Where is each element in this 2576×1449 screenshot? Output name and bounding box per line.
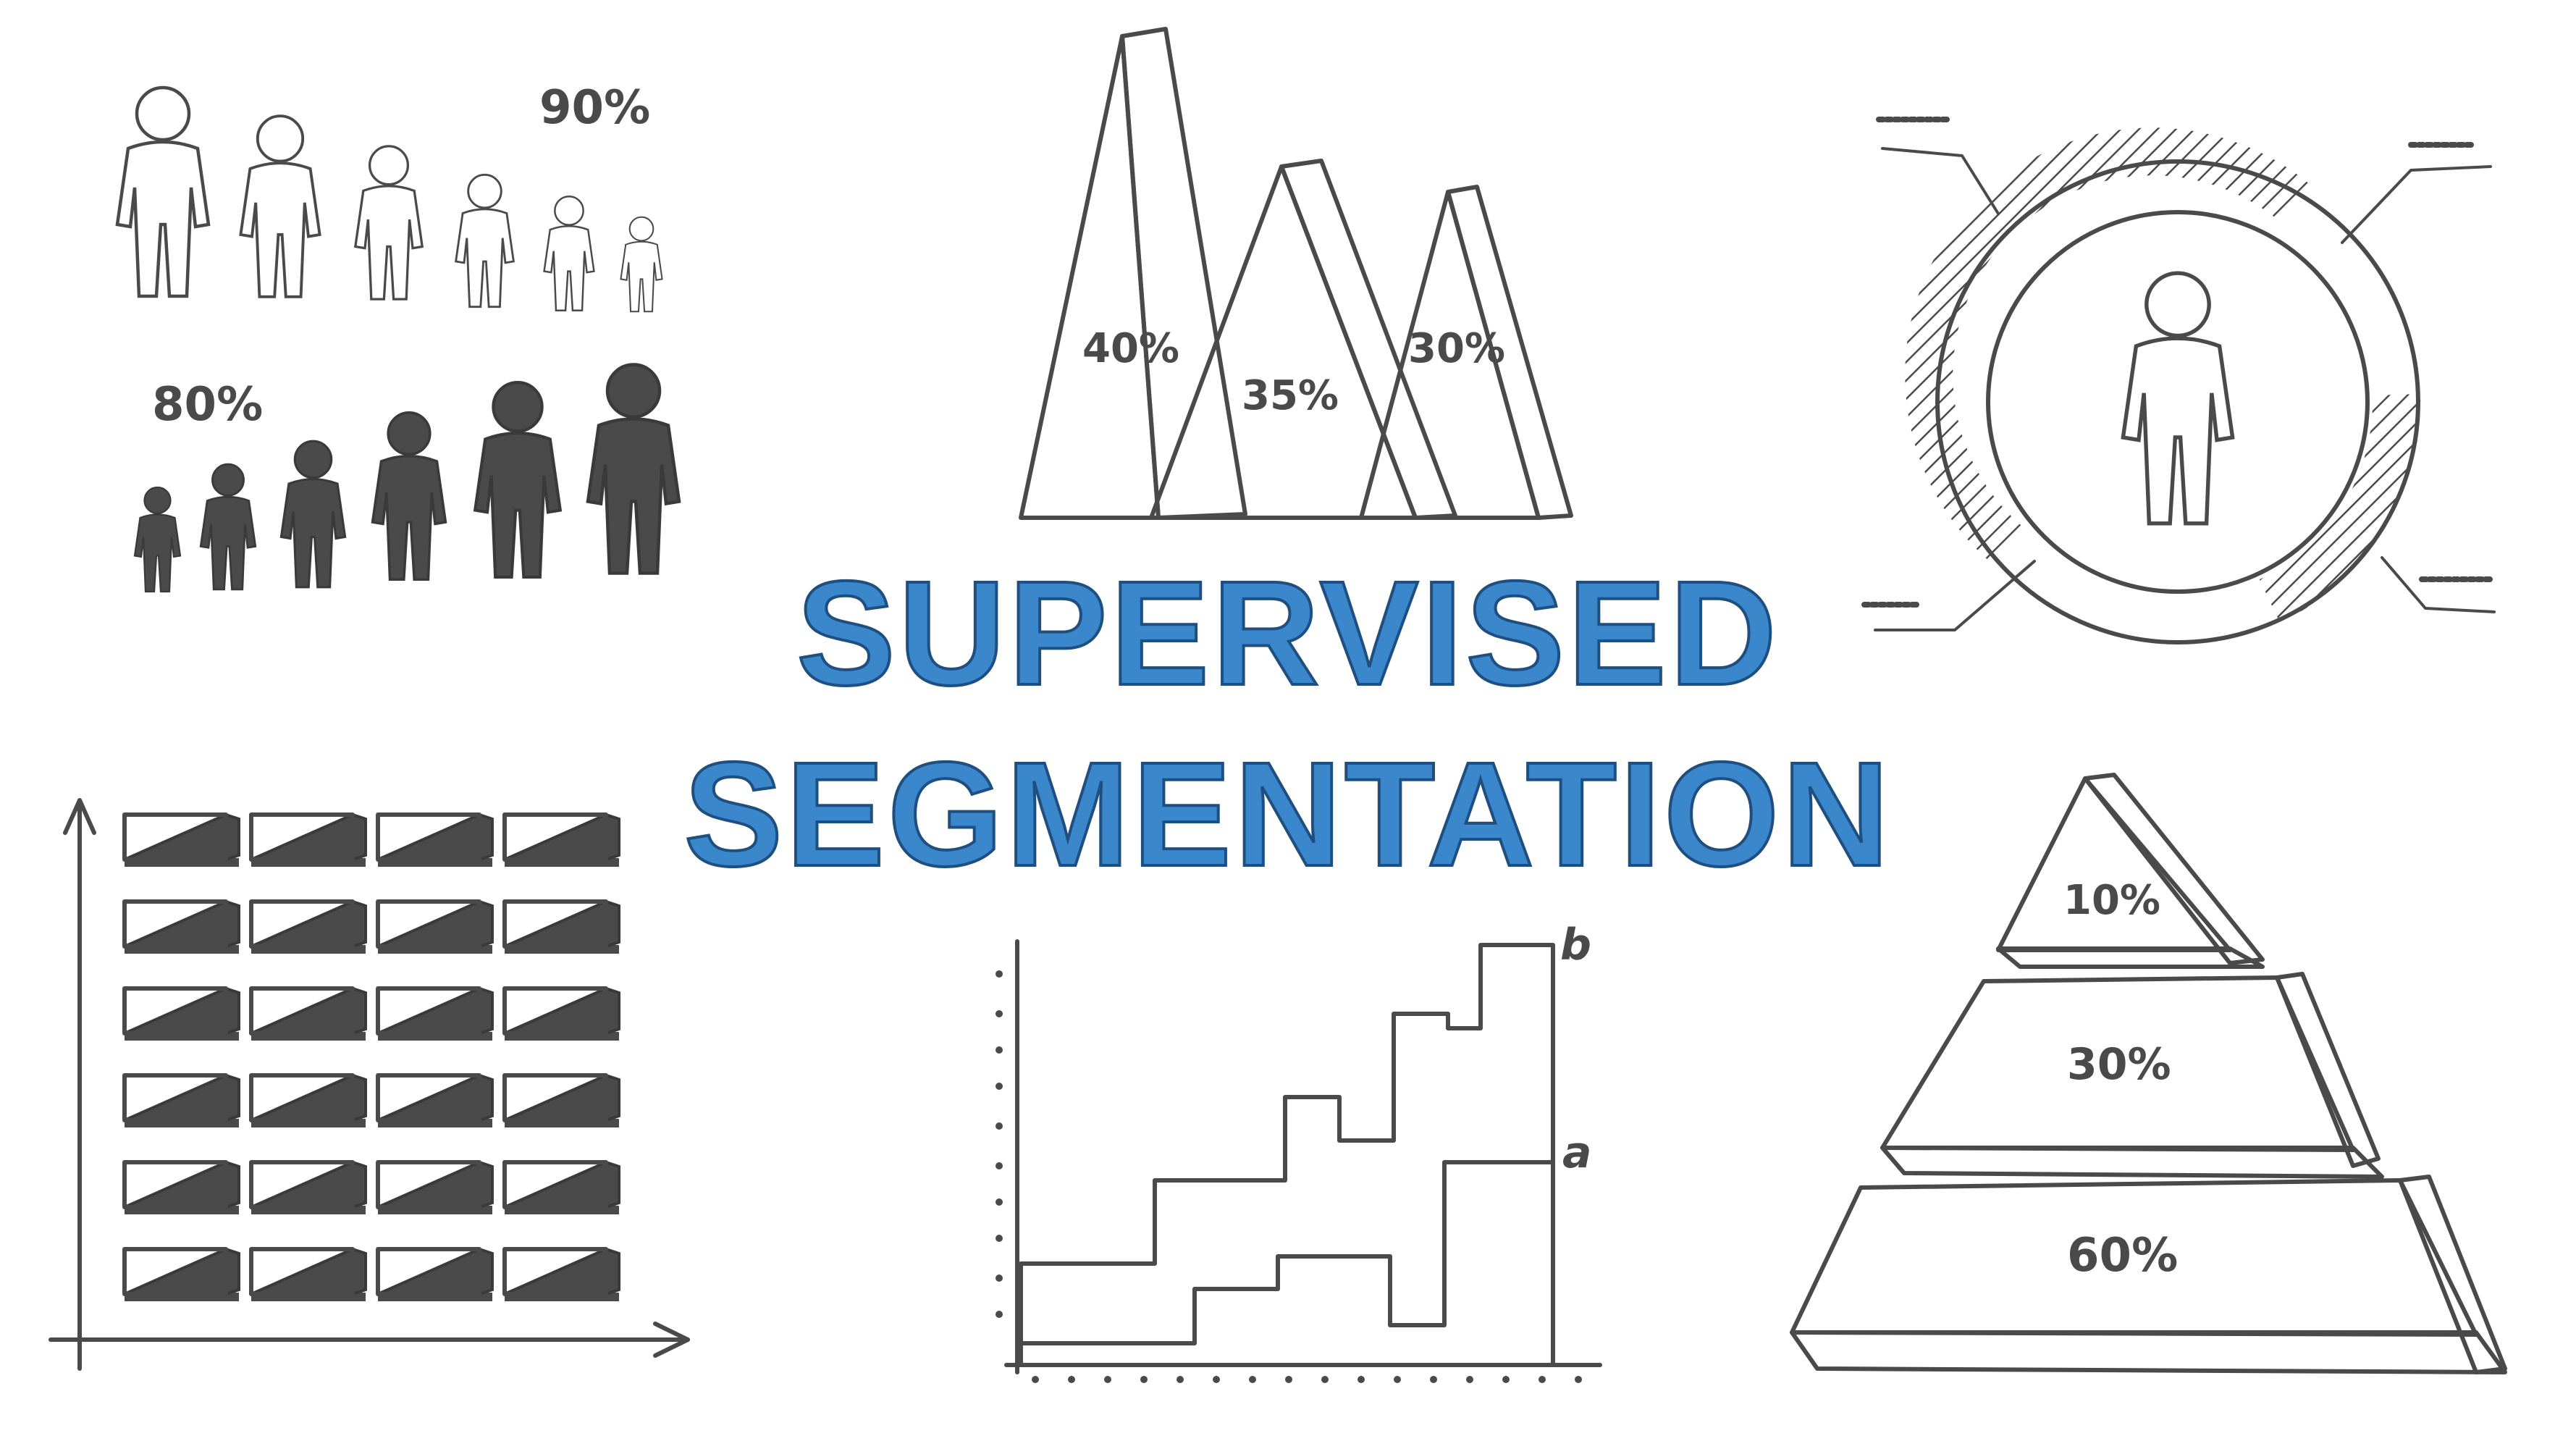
pyramid-tier-top [1996,773,2265,969]
person-icon [133,486,182,593]
pyramid-label-top: 10% [2063,877,2160,924]
grid-block [376,1247,494,1301]
peak-1 [1019,27,1247,520]
grid-block [249,1160,367,1214]
pyramid-label-middle: 30% [2067,1039,2171,1090]
person-icon [353,144,424,301]
peak-3 [1359,185,1573,520]
person-icon [240,116,319,297]
person-icon [199,463,257,591]
person-icon [475,382,560,577]
grid-block [376,986,494,1041]
ring-segment-small [2259,394,2421,623]
peak-label-3: 30% [1408,325,1505,372]
grid-block [249,1247,367,1301]
grid-block [502,1073,620,1127]
grid-block [122,899,240,954]
grid-block [249,899,367,954]
grid-block [122,812,240,867]
person-icon [279,440,347,589]
pyramid-label-bottom: 60% [2067,1229,2178,1282]
person-icon [620,216,663,313]
grid-block [122,1073,240,1127]
grid-block [122,1247,240,1301]
grid-block [122,1160,240,1214]
step-chart: b a [996,920,1602,1383]
person-icon [588,365,679,574]
grid-block [376,1073,494,1127]
grid-block [376,899,494,954]
person-icon [371,411,447,581]
filled-percent-label: 80% [152,378,263,432]
grid-block [502,812,620,867]
grid-block [376,1160,494,1214]
grid-block [249,812,367,867]
title: SUPERVISED SEGMENTATION [683,549,1893,899]
grid-block [249,1073,367,1127]
title-line-1: SUPERVISED [796,550,1780,716]
grid-block [502,1247,620,1301]
person-icon [117,88,209,296]
people-size-chart: 90% 80% [117,81,679,593]
grid-block [502,986,620,1041]
person-icon [454,173,515,308]
peak-label-2: 35% [1242,372,1339,419]
series-a-label: a [1562,1127,1592,1178]
person-icon [2123,273,2232,524]
title-line-2: SEGMENTATION [684,731,1893,897]
grid-block [376,812,494,867]
series-b-label: b [1560,920,1591,970]
peak-label-1: 40% [1082,325,1179,372]
outline-percent-label: 90% [539,81,650,135]
grid-block [249,986,367,1041]
grid-block [502,899,620,954]
pyramid-tier-middle [1880,972,2384,1179]
block-grid-chart [49,798,690,1371]
ring-chart [1861,117,2496,644]
ring-callouts [1861,117,2496,631]
pyramid-chart: 10% 30% 60% [1790,773,2507,1374]
person-icon [543,195,595,312]
series-b-line [1019,943,1555,1367]
axis-ticks [996,970,1582,1383]
grid-block [122,986,240,1041]
pyramid-tier-bottom [1790,1175,2507,1374]
peaks-chart: 40% 35% 30% [1019,27,1573,520]
grid-block [502,1160,620,1214]
ring-segment-large [1905,127,2312,565]
